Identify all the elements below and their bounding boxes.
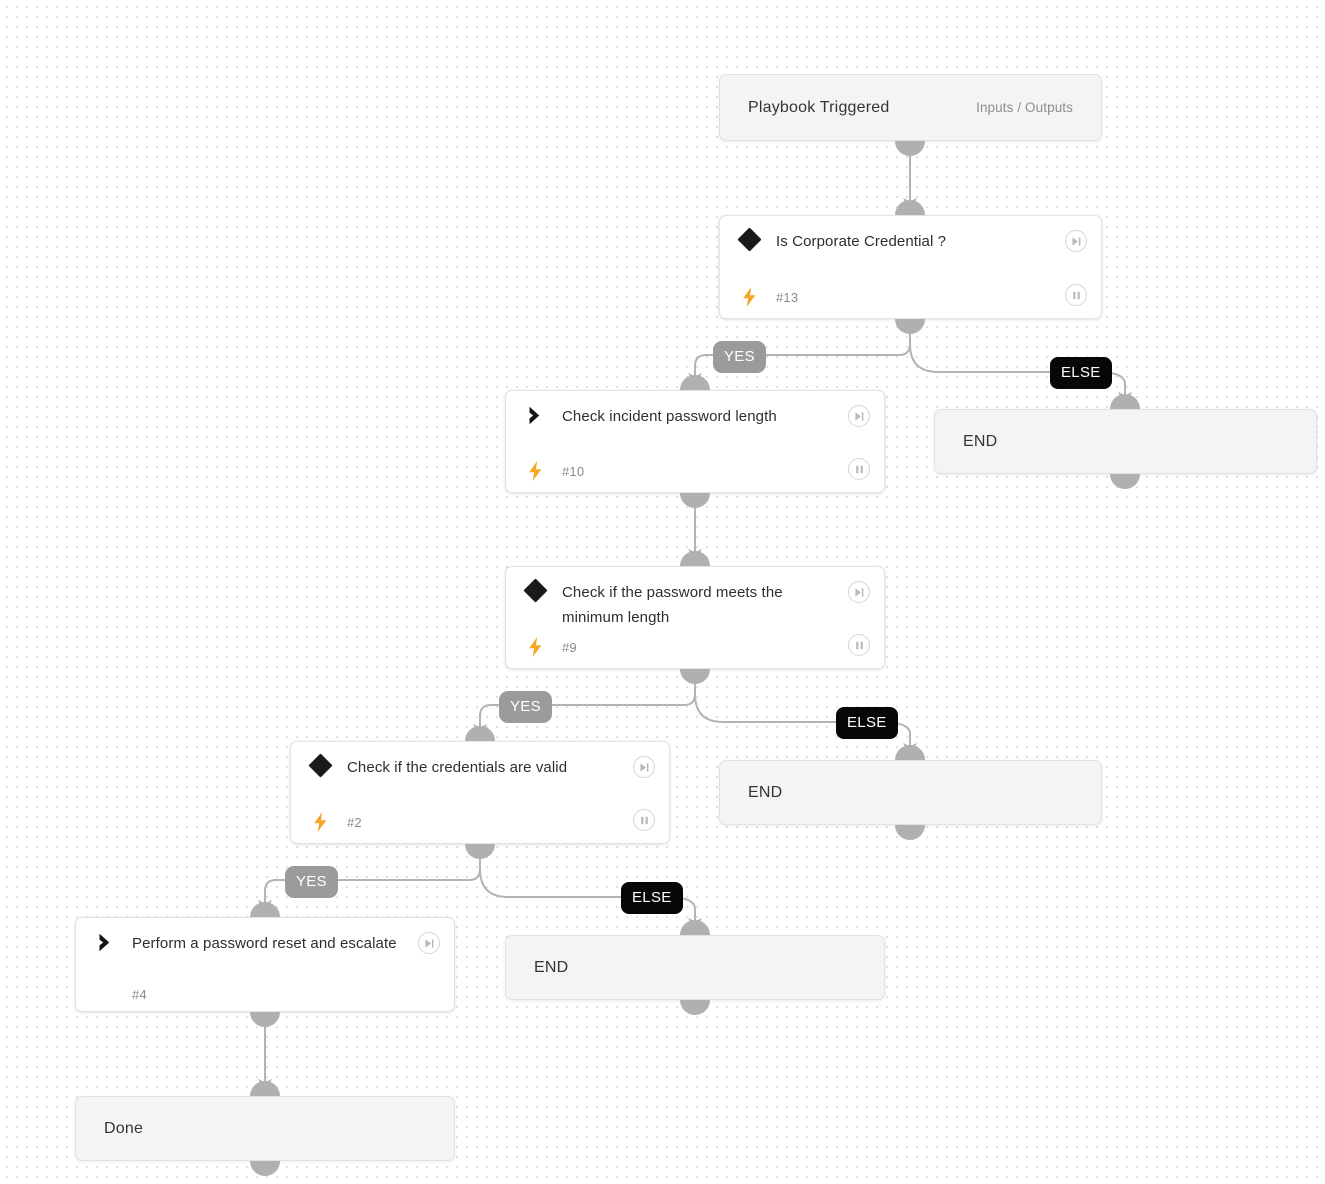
handle-target-end-top[interactable] xyxy=(1110,394,1140,409)
node-step-2[interactable]: Check if the credentials are valid #2 xyxy=(290,726,670,859)
trigger-title: Playbook Triggered xyxy=(748,98,890,116)
handle-source-end-mid[interactable] xyxy=(895,825,925,840)
branch-badge-yes-2[interactable]: YES xyxy=(499,691,552,723)
branch-badge-else-1[interactable]: ELSE xyxy=(1050,357,1112,389)
step-forward-icon[interactable] xyxy=(848,405,870,427)
handle-target-step-10[interactable] xyxy=(680,375,710,390)
end-mid-label: END xyxy=(748,783,783,801)
pause-icon[interactable] xyxy=(633,809,655,831)
lightning-bolt-icon xyxy=(734,287,764,307)
handle-source-end-top[interactable] xyxy=(1110,474,1140,489)
handle-source-done[interactable] xyxy=(250,1161,280,1176)
handle-target-end-mid[interactable] xyxy=(895,745,925,760)
step-forward-icon[interactable] xyxy=(633,756,655,778)
node-playbook-triggered[interactable]: Playbook Triggered Inputs / Outputs xyxy=(719,74,1102,156)
handle-source-step-10[interactable] xyxy=(680,493,710,508)
branch-badge-else-2[interactable]: ELSE xyxy=(836,707,898,739)
lightning-bolt-icon xyxy=(520,461,550,481)
handle-source-trigger[interactable] xyxy=(895,141,925,156)
handle-target-step-13[interactable] xyxy=(895,200,925,215)
branch-badge-yes-3[interactable]: YES xyxy=(285,866,338,898)
lightning-bolt-icon xyxy=(520,637,550,657)
diamond-icon xyxy=(305,753,335,778)
handle-source-step-13[interactable] xyxy=(895,319,925,334)
handle-source-step-2[interactable] xyxy=(465,844,495,859)
branch-badge-yes-1[interactable]: YES xyxy=(713,341,766,373)
branch-badge-else-3[interactable]: ELSE xyxy=(621,882,683,914)
step-10-id: #10 xyxy=(562,463,585,479)
diamond-icon xyxy=(520,578,550,603)
step-4-title: Perform a password reset and escalate xyxy=(132,935,397,952)
end-low-label: END xyxy=(534,958,569,976)
step-4-id: #4 xyxy=(132,986,147,1002)
node-end-top[interactable]: END xyxy=(934,394,1317,489)
end-top-label: END xyxy=(963,432,998,450)
handle-target-step-4[interactable] xyxy=(250,902,280,917)
step-10-title: Check incident password length xyxy=(562,408,777,425)
handle-target-step-2[interactable] xyxy=(465,726,495,741)
done-label: Done xyxy=(104,1119,144,1137)
step-9-id: #9 xyxy=(562,639,577,655)
node-step-10[interactable]: Check incident password length #10 xyxy=(505,375,885,508)
step-13-id: #13 xyxy=(776,289,799,305)
node-end-mid[interactable]: END xyxy=(719,745,1102,840)
step-2-title: Check if the credentials are valid xyxy=(347,759,568,776)
handle-target-done[interactable] xyxy=(250,1081,280,1096)
step-13-title: Is Corporate Credential ? xyxy=(776,233,947,250)
step-2-id: #2 xyxy=(347,814,362,830)
step-forward-icon[interactable] xyxy=(1065,230,1087,252)
node-step-9[interactable]: Check if the password meets the minimum … xyxy=(505,551,885,684)
pause-icon[interactable] xyxy=(1065,284,1087,306)
handle-target-step-9[interactable] xyxy=(680,551,710,566)
lightning-bolt-icon xyxy=(305,812,335,832)
pause-icon[interactable] xyxy=(848,634,870,656)
node-end-low[interactable]: END xyxy=(505,920,885,1015)
node-step-13[interactable]: Is Corporate Credential ? #13 xyxy=(719,200,1102,334)
step-9-title: Check if the password meets the minimum … xyxy=(562,584,783,626)
diamond-icon xyxy=(734,227,764,252)
handle-source-end-low[interactable] xyxy=(680,1000,710,1015)
handle-source-step-4[interactable] xyxy=(250,1012,280,1027)
node-step-4[interactable]: Perform a password reset and escalate #4 xyxy=(75,902,455,1027)
handle-target-end-low[interactable] xyxy=(680,920,710,935)
pause-icon[interactable] xyxy=(848,458,870,480)
chevron-right-icon xyxy=(90,931,120,952)
step-forward-icon[interactable] xyxy=(848,581,870,603)
step-forward-icon[interactable] xyxy=(418,932,440,954)
chevron-right-icon xyxy=(520,404,550,425)
trigger-inputs-outputs-link[interactable]: Inputs / Outputs xyxy=(976,100,1073,115)
node-done[interactable]: Done xyxy=(75,1081,455,1176)
handle-source-step-9[interactable] xyxy=(680,669,710,684)
